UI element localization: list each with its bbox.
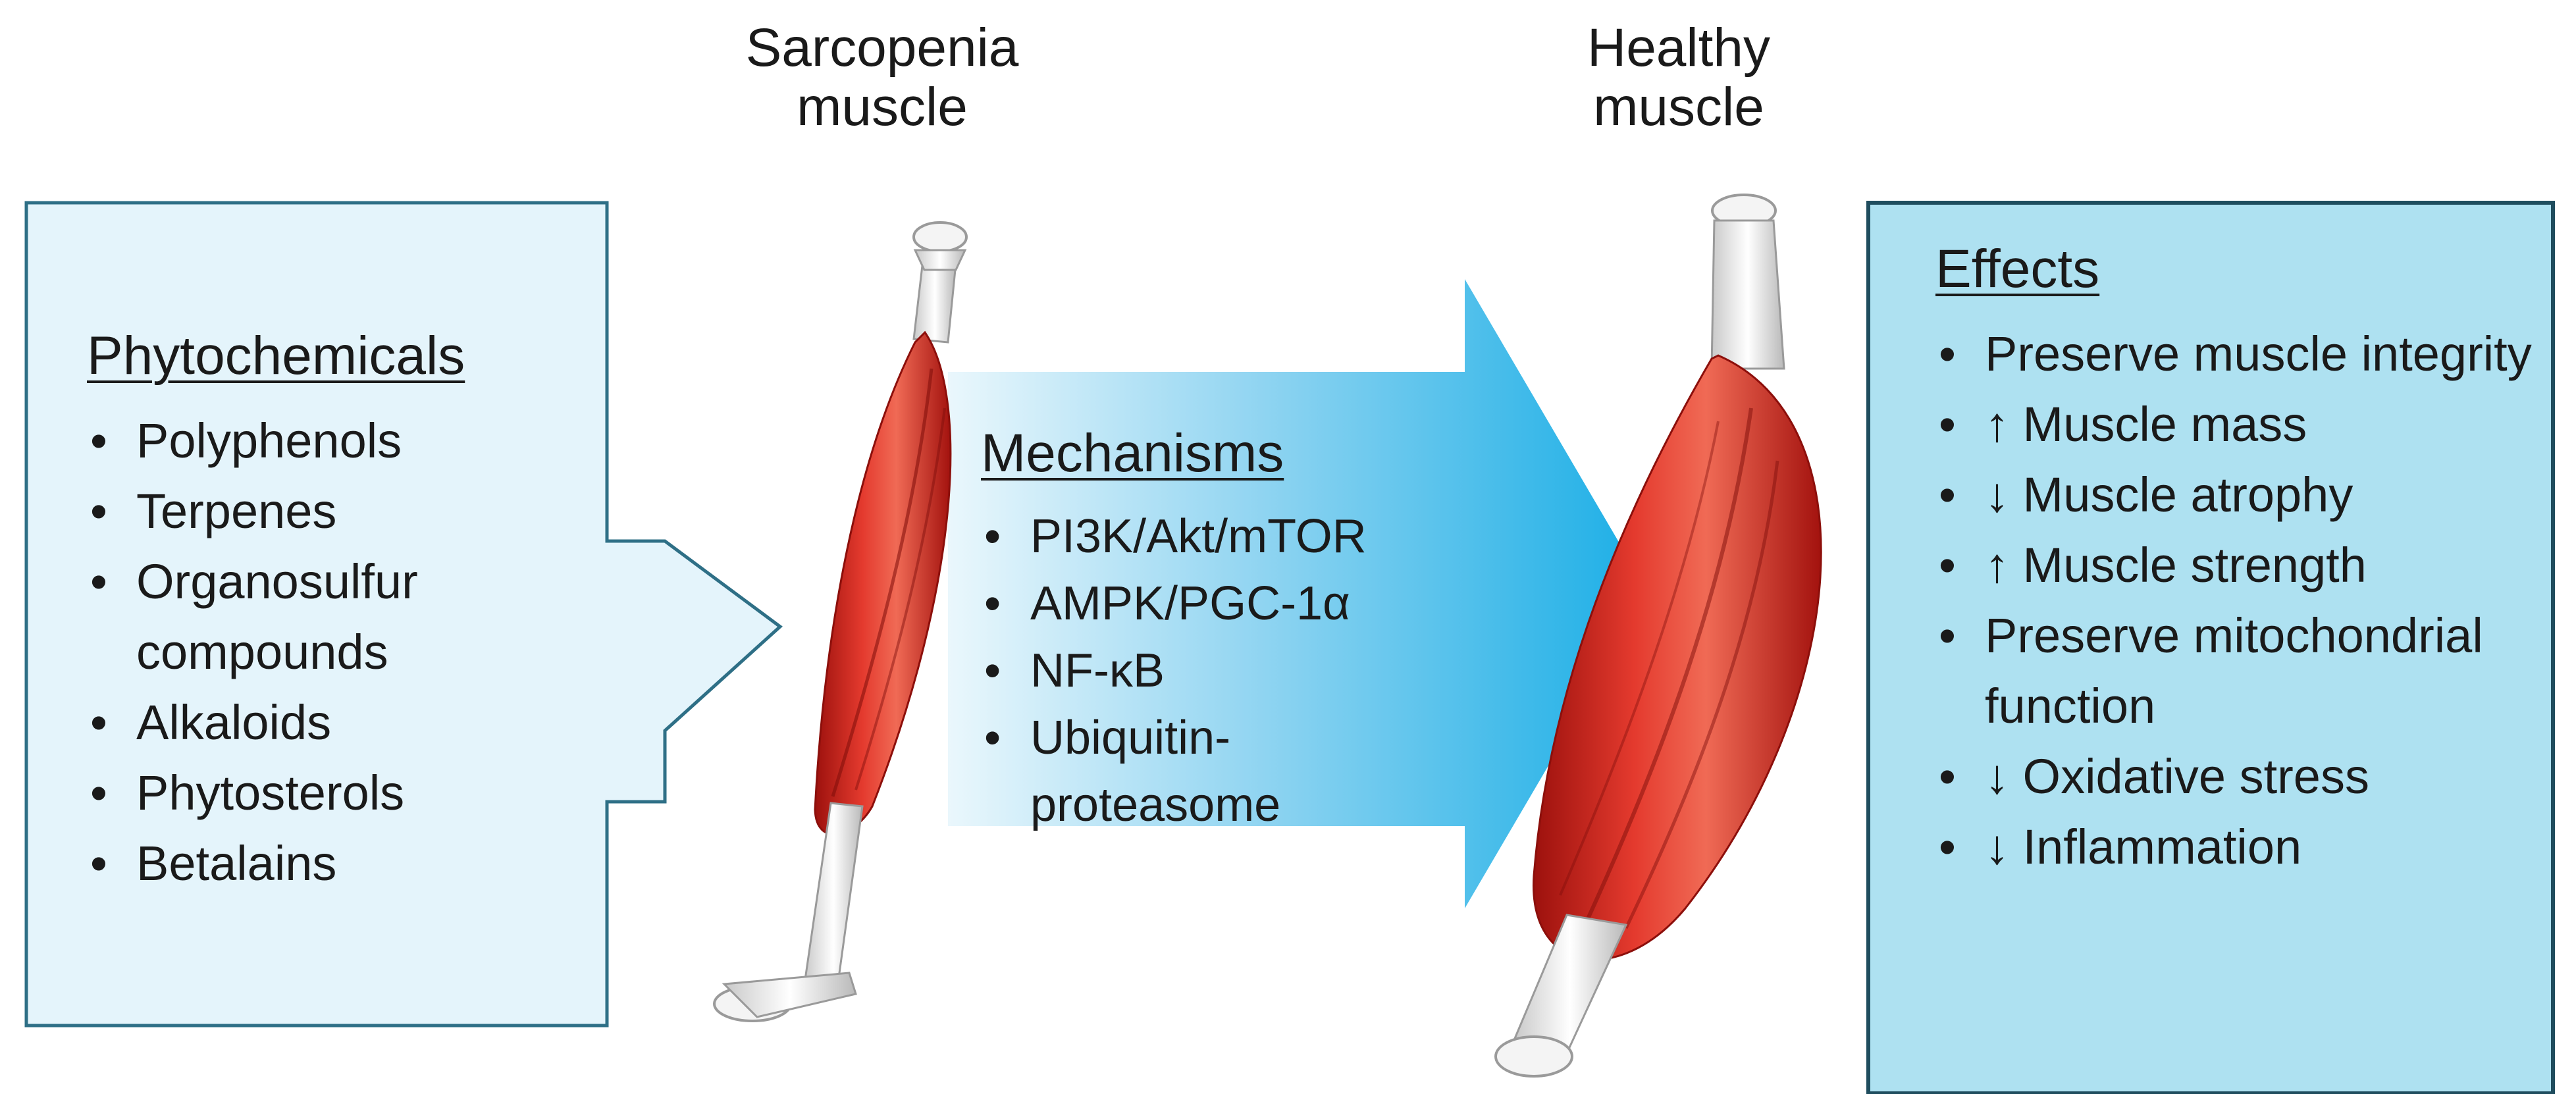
phytochemicals-content: Phytochemicals PolyphenolsTerpenesOrgano… (87, 324, 600, 899)
effects-item: ↓ Muscle atrophy (1935, 459, 2541, 530)
phytochemicals-item: Alkaloids (87, 687, 600, 758)
mechanisms-list: PI3K/Akt/mTORAMPK/PGC-1αNF-κBUbiquitin-p… (981, 503, 1455, 839)
healthy-label-text: Healthy muscle (1587, 18, 1771, 138)
mechanisms-item: AMPK/PGC-1α (981, 570, 1455, 637)
effects-item: ↑ Muscle strength (1935, 530, 2541, 600)
mechanisms-item: NF-κB (981, 637, 1455, 704)
effects-heading: Effects (1935, 239, 2100, 299)
effects-item: ↓ Inflammation (1935, 812, 2541, 882)
phytochemicals-heading: Phytochemicals (87, 326, 465, 386)
mechanisms-content: Mechanisms PI3K/Akt/mTORAMPK/PGC-1αNF-κB… (981, 421, 1455, 839)
mechanisms-heading: Mechanisms (981, 423, 1284, 483)
phytochemicals-list: PolyphenolsTerpenesOrganosulfur compound… (87, 405, 600, 899)
phytochemicals-item: Terpenes (87, 476, 600, 546)
mechanisms-item: Ubiquitin-proteasome (981, 704, 1455, 839)
healthy-muscle-illustration (1494, 194, 1822, 1078)
sarcopenia-label-text: Sarcopenia muscle (745, 18, 1019, 138)
effects-list: Preserve muscle integrity↑ Muscle mass↓ … (1935, 319, 2541, 882)
phytochemicals-item: Betalains (87, 828, 600, 899)
effects-item: ↑ Muscle mass (1935, 389, 2541, 459)
sarcopenia-muscle-label: Sarcopenia muscle (685, 18, 1080, 137)
effects-item: Preserve muscle integrity (1935, 319, 2541, 389)
sarcopenia-muscle-illustration (713, 221, 968, 1022)
effects-item: Preserve mitochondrial function (1935, 600, 2541, 741)
phytochemicals-item: Organosulfur compounds (87, 546, 600, 687)
phytochemicals-item: Polyphenols (87, 405, 600, 476)
effects-item: ↓ Oxidative stress (1935, 741, 2541, 812)
effects-content: Effects Preserve muscle integrity↑ Muscl… (1935, 237, 2541, 882)
mechanisms-item: PI3K/Akt/mTOR (981, 503, 1455, 570)
phytochemicals-item: Phytosterols (87, 758, 600, 828)
healthy-muscle-label: Healthy muscle (1534, 18, 1824, 137)
